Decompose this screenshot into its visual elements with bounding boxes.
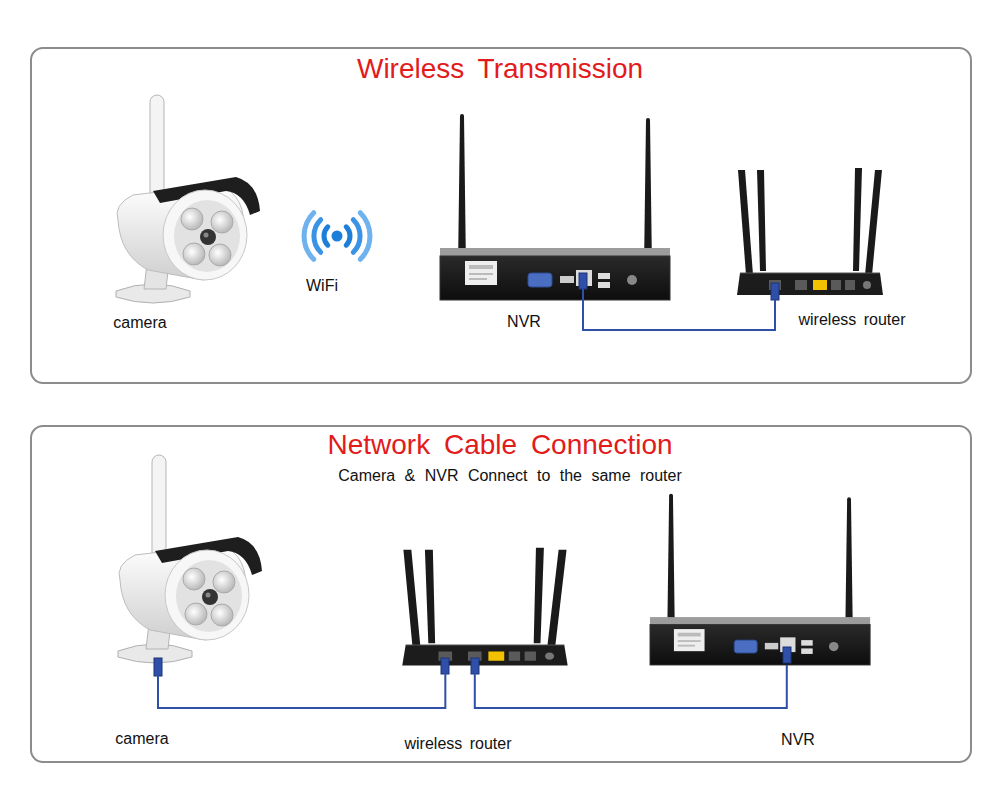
cable-stubs — [582, 289, 584, 300]
router-illustration — [737, 168, 883, 295]
panel-band: Wireless TransmissioncameraNVRwireless r… — [30, 47, 972, 384]
camera-node: camera — [110, 455, 260, 665]
nvr-illustration — [650, 494, 870, 665]
nvr-illustration — [440, 114, 670, 300]
network-cable — [475, 665, 787, 708]
router-node: wireless router — [400, 545, 570, 670]
network-cable — [583, 300, 775, 330]
device-label: wireless router — [752, 310, 952, 330]
device-label: camera — [62, 729, 222, 749]
router-illustration — [402, 548, 567, 666]
nvr-node: NVR — [440, 110, 670, 300]
panel-heading: Network Cable Connection — [200, 428, 800, 462]
router-node: wireless router — [735, 165, 885, 300]
panel-heading: Wireless Transmission — [200, 52, 800, 86]
device-label: NVR — [738, 730, 858, 750]
camera-illustration — [116, 95, 260, 303]
camera-node: camera — [108, 95, 258, 305]
device-label: camera — [60, 313, 220, 333]
device-label: NVR — [464, 312, 584, 332]
wifi-symbol — [304, 213, 370, 260]
nvr-node: NVR — [650, 490, 870, 665]
device-label: wireless router — [358, 734, 558, 754]
panel-subtitle: Camera & NVR Connect to the same router — [210, 466, 810, 486]
wifi-label: WiFi — [282, 276, 362, 296]
panel-band: Network Cable ConnectionCamera & NVR Con… — [30, 425, 972, 763]
network-cable — [158, 665, 445, 708]
camera-illustration — [118, 455, 262, 663]
